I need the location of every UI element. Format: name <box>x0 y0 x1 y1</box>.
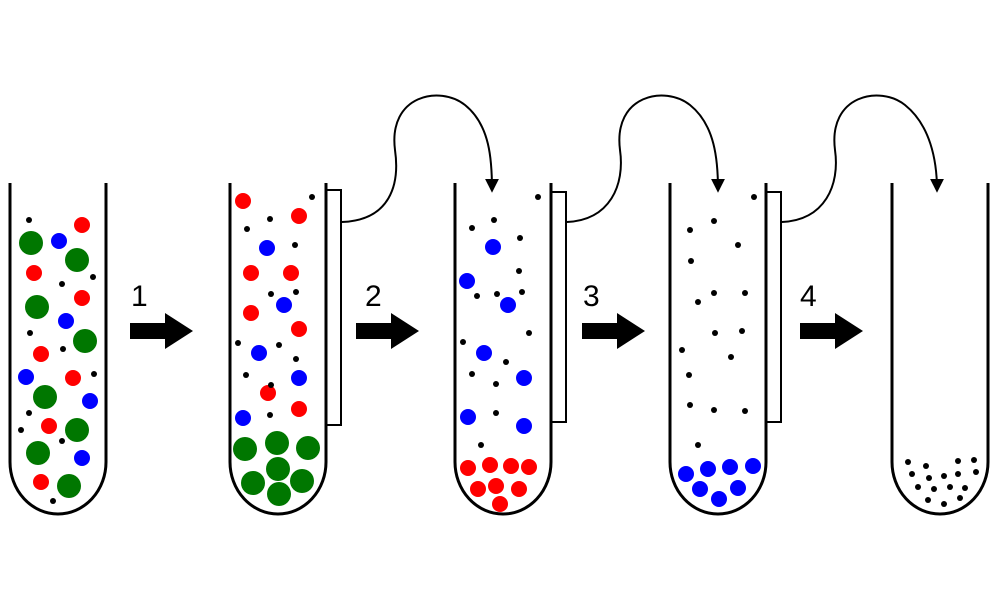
small-black-particles <box>235 194 315 418</box>
small-black-particles <box>679 194 757 448</box>
tube-3 <box>453 183 567 516</box>
tube-1 <box>8 183 108 516</box>
blue-particles <box>18 233 98 466</box>
black-pellet <box>905 457 979 507</box>
transfer-arrow-2 <box>566 94 725 223</box>
tube-2 <box>228 183 342 516</box>
red-particles <box>26 217 90 490</box>
step-arrow-1 <box>130 313 193 349</box>
red-particles <box>235 193 307 417</box>
large-green-particles <box>19 231 97 498</box>
blue-particles <box>459 239 532 434</box>
step-label-2: 2 <box>365 280 382 313</box>
step-arrow-4 <box>800 313 863 349</box>
tube-5 <box>890 183 990 516</box>
red-pellet <box>460 457 537 512</box>
tube-4 <box>668 183 782 516</box>
blue-particles <box>235 240 307 426</box>
blue-pellet <box>678 458 761 507</box>
step-label-4: 4 <box>800 280 817 313</box>
transfer-arrow-3 <box>781 94 944 223</box>
step-label-1: 1 <box>131 280 148 313</box>
transfer-arrow-1 <box>341 94 499 223</box>
step-arrow-2 <box>356 313 419 349</box>
step-arrow-3 <box>582 313 645 349</box>
step-label-3: 3 <box>583 280 600 313</box>
small-black-particles <box>18 217 97 504</box>
green-pellet <box>233 431 320 506</box>
small-black-particles <box>460 194 541 448</box>
